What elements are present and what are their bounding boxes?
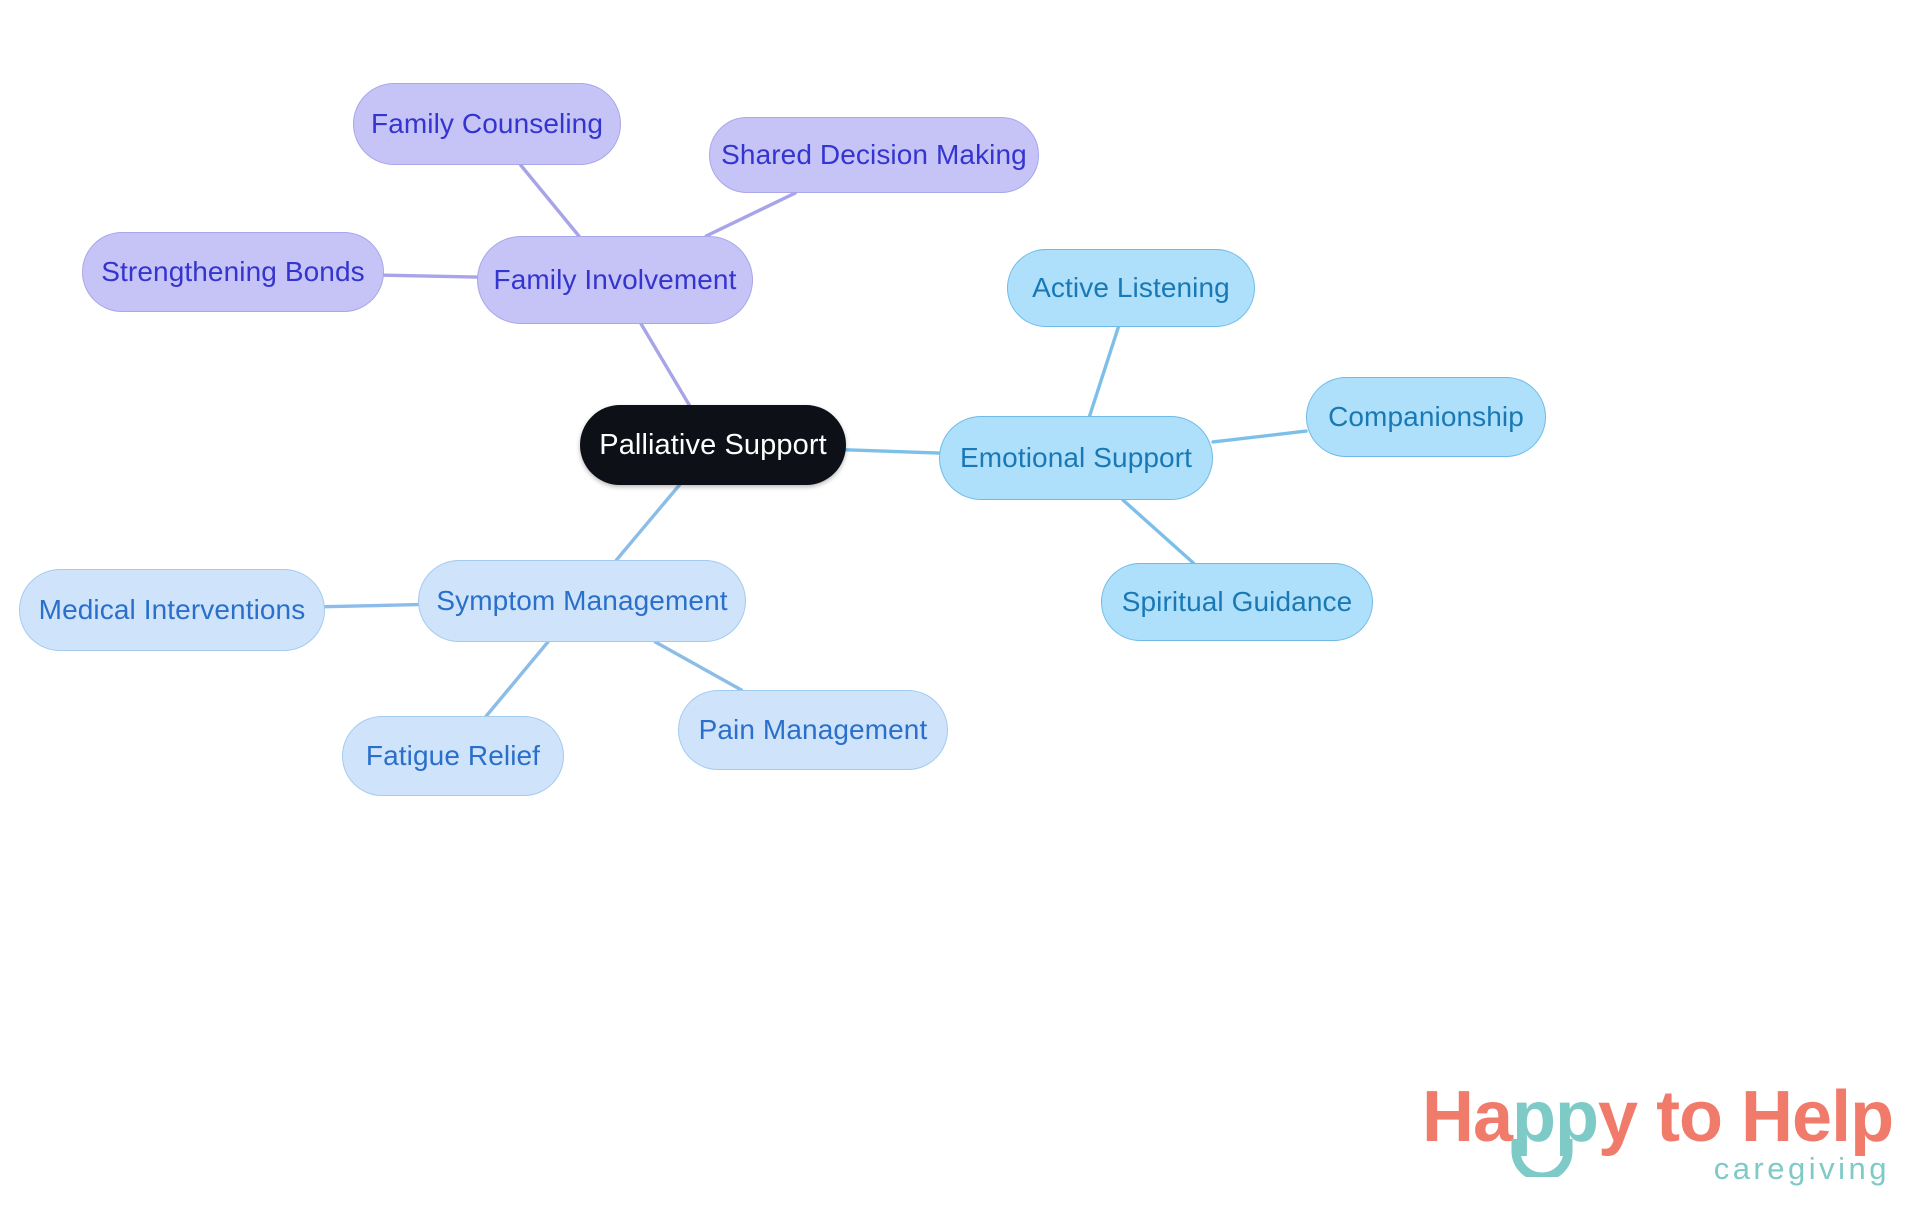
mindmap-node-label: Symptom Management <box>436 585 728 616</box>
mindmap-node-label: Family Counseling <box>370 108 604 139</box>
mindmap-node-label: Fatigue Relief <box>365 740 541 771</box>
mindmap-node-label: Spiritual Guidance <box>1121 586 1353 617</box>
mindmap-node-label: Medical Interventions <box>38 594 306 625</box>
mindmap-edge-family-involvement-to-strengthening-bonds <box>382 273 479 279</box>
logo-text-part-1: Ha <box>1422 1077 1513 1157</box>
mindmap-node-label: Palliative Support <box>599 428 827 461</box>
mindmap-edge-family-involvement-to-family-counseling <box>518 163 581 238</box>
brand-logo: Happy to Help caregiving <box>1422 1081 1894 1193</box>
mindmap-node-label: Family Involvement <box>493 264 737 295</box>
mindmap-node-fatigue-relief[interactable]: Fatigue Relief <box>342 716 564 796</box>
mindmap-node-emotional-support[interactable]: Emotional Support <box>939 416 1213 500</box>
mindmap-edge-palliative-support-to-emotional-support <box>844 448 941 455</box>
mindmap-node-label: Pain Management <box>698 714 928 745</box>
mindmap-node-active-listening[interactable]: Active Listening <box>1007 249 1255 327</box>
mindmap-node-label: Companionship <box>1328 401 1524 432</box>
mindmap-node-spiritual-guidance[interactable]: Spiritual Guidance <box>1101 563 1373 641</box>
mindmap-node-label: Shared Decision Making <box>721 139 1027 170</box>
mindmap-node-label: Active Listening <box>1032 272 1230 303</box>
mindmap-node-palliative-support[interactable]: Palliative Support <box>580 405 846 485</box>
mindmap-edge-emotional-support-to-active-listening <box>1087 325 1121 418</box>
mindmap-node-label: Strengthening Bonds <box>101 256 365 287</box>
logo-text-part-3: y to Help <box>1598 1077 1894 1157</box>
mindmap-edge-symptom-management-to-pain-management <box>653 640 744 692</box>
mindmap-edge-palliative-support-to-family-involvement <box>639 322 691 407</box>
mindmap-node-label: Emotional Support <box>959 442 1193 473</box>
mindmap-node-family-involvement[interactable]: Family Involvement <box>477 236 753 324</box>
mindmap-edge-symptom-management-to-medical-interventions <box>323 602 420 609</box>
mindmap-edge-family-involvement-to-shared-decision-making <box>704 191 797 238</box>
smile-arc-icon <box>1511 1139 1573 1177</box>
mindmap-edge-symptom-management-to-fatigue-relief <box>484 640 550 718</box>
mindmap-node-strengthening-bonds[interactable]: Strengthening Bonds <box>82 232 384 312</box>
mindmap-node-family-counseling[interactable]: Family Counseling <box>353 83 621 165</box>
logo-tagline: caregiving <box>1713 1151 1890 1186</box>
mindmap-edge-emotional-support-to-spiritual-guidance <box>1121 498 1196 565</box>
mindmap-node-shared-decision-making[interactable]: Shared Decision Making <box>709 117 1039 193</box>
logo-text-part-2: pp <box>1512 1077 1599 1157</box>
mindmap-node-companionship[interactable]: Companionship <box>1306 377 1546 457</box>
logo-wordmark: Happy to Help <box>1422 1081 1894 1153</box>
mindmap-edge-palliative-support-to-symptom-management <box>614 483 682 562</box>
mindmap-node-symptom-management[interactable]: Symptom Management <box>418 560 746 642</box>
mindmap-node-medical-interventions[interactable]: Medical Interventions <box>19 569 325 651</box>
mindmap-edge-emotional-support-to-companionship <box>1211 429 1308 444</box>
mindmap-node-pain-management[interactable]: Pain Management <box>678 690 948 770</box>
